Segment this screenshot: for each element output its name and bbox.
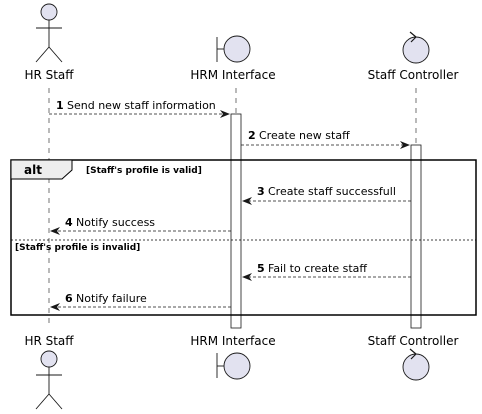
message-4-text: Notify success (76, 216, 155, 229)
participant-label-hrm-interface-bottom: HRM Interface (190, 334, 275, 348)
message-6-text: Notify failure (76, 292, 147, 305)
message-4-number: 4 (65, 216, 73, 229)
activation-staff-controller (410, 144, 422, 329)
boundary-icon-bottom (216, 352, 251, 380)
message-2-text: Create new staff (259, 129, 350, 142)
message-1 (49, 110, 230, 118)
control-icon-top (402, 31, 430, 64)
message-3 (242, 197, 411, 205)
message-2 (241, 141, 410, 149)
fragment-kind-label: alt (24, 163, 42, 177)
fragment-condition-invalid: [Staff's profile is invalid] (15, 243, 140, 253)
participant-label-hrm-interface-top: HRM Interface (190, 68, 275, 82)
participant-label-staff-controller-top: Staff Controller (368, 68, 459, 82)
message-1-number: 1 (56, 99, 64, 112)
participant-label-hr-staff-top: HR Staff (24, 68, 74, 82)
message-6 (50, 303, 231, 311)
boundary-icon-top (216, 35, 251, 63)
actor-icon-bottom (35, 350, 63, 410)
message-2-number: 2 (248, 129, 256, 142)
message-4 (50, 227, 231, 235)
message-5-number: 5 (257, 262, 265, 275)
message-5-text: Fail to create staff (268, 262, 367, 275)
message-6-number: 6 (65, 292, 73, 305)
message-5 (242, 273, 411, 281)
fragment-condition-valid: [Staff's profile is valid] (86, 166, 202, 176)
control-icon-bottom (402, 348, 430, 381)
message-3-number: 3 (257, 185, 265, 198)
alt-fragment (10, 159, 477, 316)
message-3-text: Create staff successfull (268, 185, 396, 198)
participant-label-hr-staff-bottom: HR Staff (24, 334, 74, 348)
activation-hrm-interface (230, 113, 242, 329)
participant-label-staff-controller-bottom: Staff Controller (368, 334, 459, 348)
message-1-text: Send new staff information (67, 99, 216, 112)
actor-icon-top (35, 3, 63, 63)
